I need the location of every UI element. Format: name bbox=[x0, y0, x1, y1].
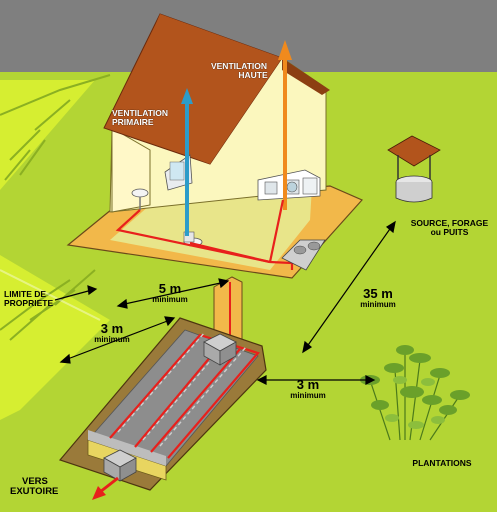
grass-strip-left-2 bbox=[0, 255, 110, 420]
vers-exutoire-line1: VERS bbox=[22, 476, 48, 487]
dimension-arrows bbox=[54, 220, 396, 385]
grass-strip-left bbox=[0, 80, 95, 190]
label-vers-exutoire: VERS EXUTOIRE bbox=[10, 477, 80, 497]
spreading-pipes-dashed bbox=[117, 331, 247, 447]
pretreatment-box bbox=[281, 239, 326, 271]
label-ventilation-primaire: VENTILATION PRIMAIRE bbox=[112, 109, 187, 127]
distance-35m-unit: minimum bbox=[360, 299, 396, 309]
source-line2: ou PUITS bbox=[430, 226, 469, 237]
distance-5m-unit: minimum bbox=[152, 294, 188, 304]
distribution-box bbox=[203, 333, 237, 366]
label-ventilation-haute: VENTILATION HAUTE bbox=[200, 62, 278, 80]
label-source: SOURCE, FORAGE ou PUITS bbox=[402, 219, 497, 237]
label-distance-3m-right: 3 m minimum bbox=[278, 378, 338, 400]
roof-gable bbox=[282, 58, 330, 95]
distance-5m-value: 5 m bbox=[158, 281, 182, 296]
distance-3m-right-value: 3 m bbox=[296, 377, 320, 392]
property-limit-hedge bbox=[0, 74, 111, 341]
source-line1: SOURCE, FORAGE bbox=[410, 218, 489, 228]
label-distance-5m: 5 m minimum bbox=[140, 282, 200, 304]
primary-vent-arrow bbox=[181, 88, 193, 236]
high-vent-arrow bbox=[278, 40, 292, 210]
ventilation-haute-line1: VENTILATION bbox=[210, 61, 268, 71]
well-icon bbox=[387, 135, 441, 203]
drain-field-gravel-edge bbox=[88, 430, 166, 466]
distance-35m-value: 35 m bbox=[363, 286, 393, 301]
label-plantations: PLANTATIONS bbox=[402, 459, 482, 468]
limite-line2: PROPRIETE bbox=[4, 297, 54, 308]
vers-exutoire-line2: EXUTOIRE bbox=[10, 485, 59, 497]
roof-side bbox=[112, 14, 282, 164]
property-limit-line bbox=[0, 269, 101, 321]
limite-line1: LIMITE DE bbox=[4, 289, 47, 299]
ventilation-primaire-line2: PRIMAIRE bbox=[112, 116, 154, 127]
kitchen-counter-icon bbox=[257, 169, 321, 201]
washbasin-icon bbox=[131, 188, 149, 210]
label-limite-propriete: LIMITE DE PROPRIETE bbox=[4, 290, 64, 308]
distance-3m-right-unit: minimum bbox=[290, 390, 326, 400]
collection-box bbox=[103, 449, 137, 482]
outlet-arrow bbox=[92, 476, 119, 500]
distance-3m-left-unit: minimum bbox=[94, 334, 130, 344]
plantations-bushes bbox=[360, 345, 470, 441]
plantations-text: PLANTATIONS bbox=[412, 458, 472, 468]
label-distance-3m-left: 3 m minimum bbox=[82, 322, 142, 344]
ventilation-haute-line2: HAUTE bbox=[238, 69, 268, 80]
ventilation-primaire-line1: VENTILATION bbox=[112, 108, 169, 118]
distance-3m-left-value: 3 m bbox=[100, 321, 124, 336]
label-distance-35m: 35 m minimum bbox=[345, 287, 411, 309]
